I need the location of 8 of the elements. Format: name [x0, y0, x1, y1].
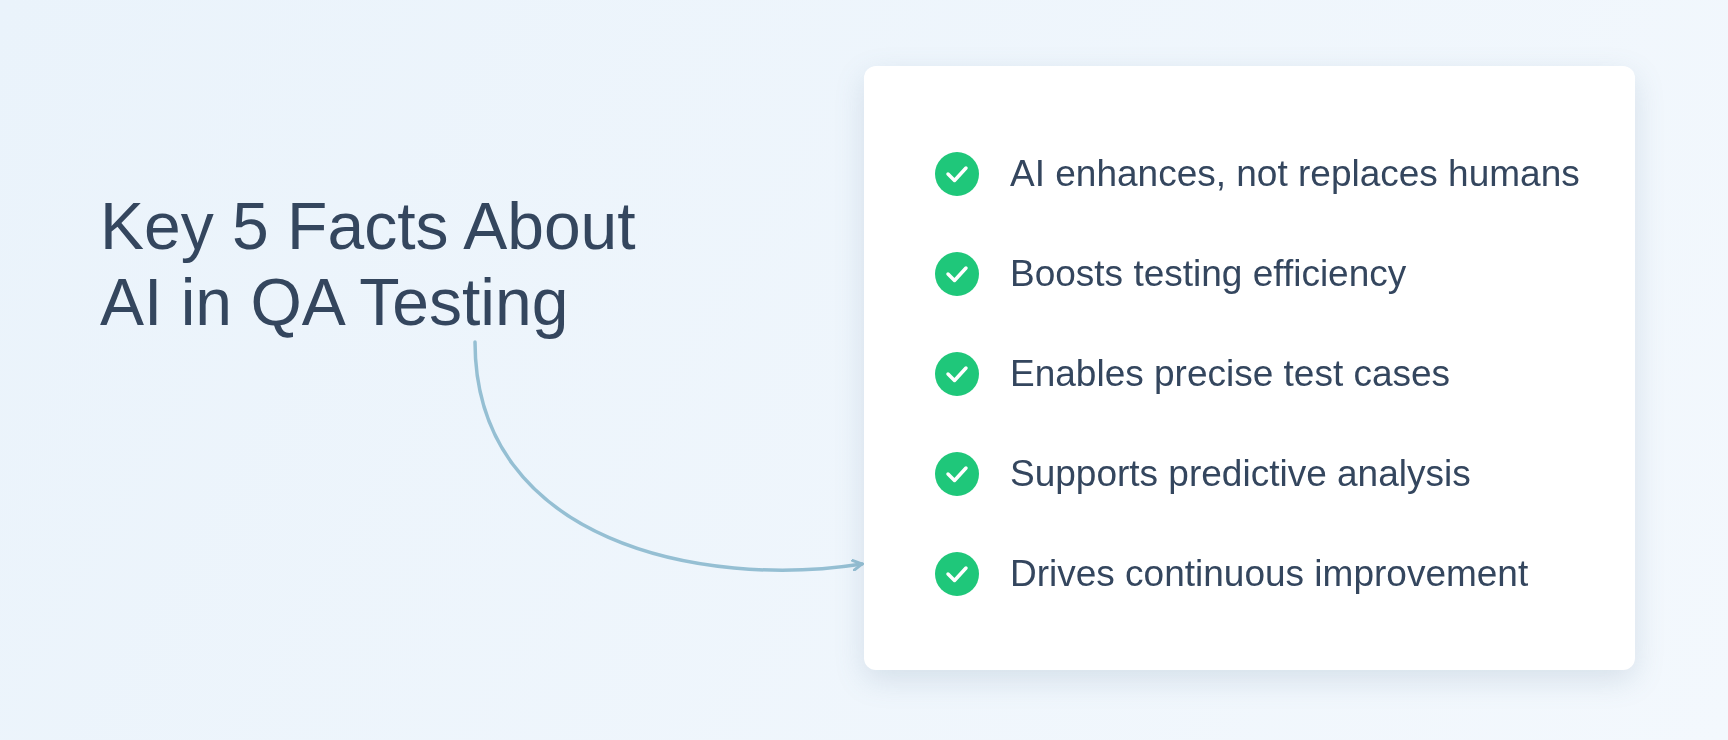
list-item-text: Enables precise test cases	[1010, 353, 1451, 395]
heading: Key 5 Facts About AI in QA Testing	[100, 188, 700, 340]
list-item-text: Supports predictive analysis	[1010, 453, 1471, 495]
curved-arrow	[473, 340, 864, 572]
list-item-text: Drives continuous improvement	[1010, 553, 1529, 595]
list-item-text: AI enhances, not replaces humans	[1010, 153, 1580, 195]
list-card	[864, 66, 1635, 670]
list-item-text: Boosts testing efficiency	[1010, 253, 1407, 295]
